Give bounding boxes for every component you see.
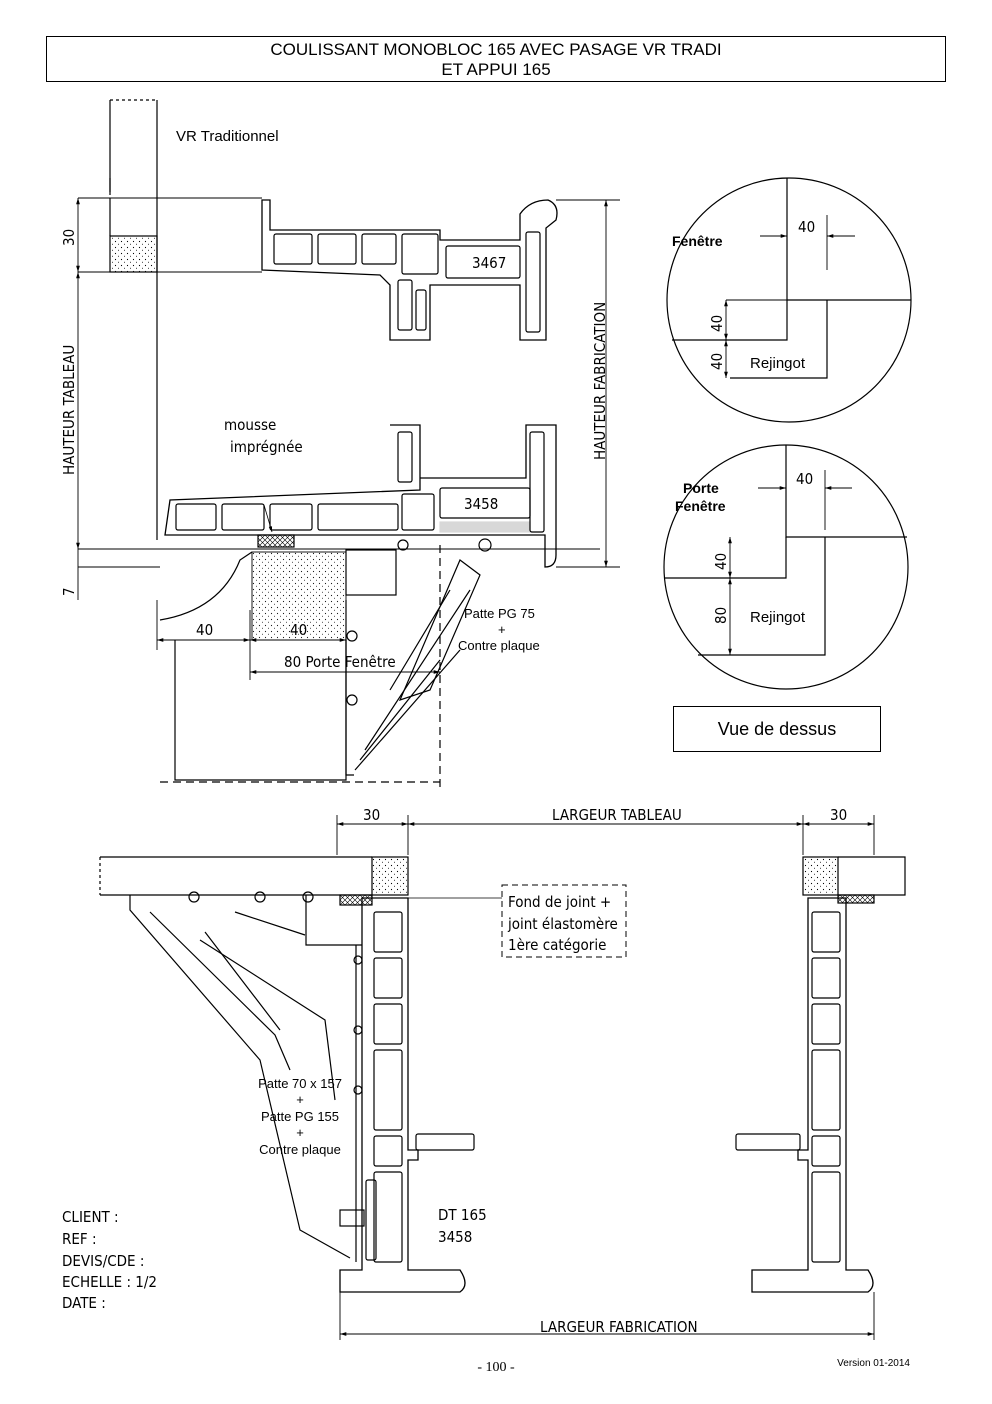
patte-plan-line3: Patte PG 155 [261,1109,339,1124]
title-line-1: COULISSANT MONOBLOC 165 AVEC PASAGE VR T… [270,40,722,59]
porte-fenetre-dim-mid: 40 [712,553,730,570]
porte-fenetre-rejingot: Rejingot [750,609,806,626]
patte-plan-line5: Contre plaque [259,1142,341,1157]
porte-fenetre-dim-bottom: 80 [712,607,730,624]
vr-label: VR Traditionnel [176,128,279,145]
fenetre-label: Fenêtre [672,233,723,249]
info-client: CLIENT : [62,1208,119,1226]
largeur-tableau-label: LARGEUR TABLEAU [552,806,682,824]
patte-plan-line4: + [296,1125,304,1140]
hauteur-tableau-label: HAUTEUR TABLEAU [60,345,78,475]
info-devis: DEVIS/CDE : [62,1252,144,1270]
dim-80-porte-fenetre: 80 Porte Fenêtre [284,653,396,671]
version-label: Version 01-2014 [837,1358,910,1369]
largeur-fabrication-label: LARGEUR FABRICATION [540,1318,698,1336]
patte-pg75-line1: Patte PG 75 [464,606,535,621]
fenetre-rejingot: Rejingot [750,355,806,372]
joint-label-1: Fond de joint + [508,893,611,911]
porte-fenetre-label-1: Porte [683,480,719,496]
patte-plan-line1: Patte 70 x 157 [258,1076,342,1091]
info-ref: REF : [62,1230,97,1248]
info-echelle: ECHELLE : 1/2 [62,1273,157,1291]
profile-3458-label: 3458 [464,495,498,513]
info-date: DATE : [62,1294,106,1312]
fenetre-dim-top: 40 [798,218,815,236]
mousse-label-1: mousse [224,416,276,434]
dim-7-vertical: 7 [60,587,78,596]
dt-3458-label: 3458 [438,1228,472,1246]
detail-fenetre [666,177,912,423]
dim-40-a: 40 [196,621,213,639]
plan-dim-30-left: 30 [363,806,380,824]
profile-3467-label: 3467 [472,254,506,272]
patte-pg75-line2: + [498,622,506,637]
plan-dim-30-right: 30 [830,806,847,824]
vue-de-dessus-box: Vue de dessus [673,706,881,752]
section-view [76,99,620,790]
fenetre-dim-bottom: 40 [708,353,726,370]
mousse-label-2: imprégnée [230,438,303,456]
porte-fenetre-dim-top: 40 [796,470,813,488]
fenetre-dim-mid: 40 [708,315,726,332]
hauteur-fabrication-label: HAUTEUR FABRICATION [591,302,609,460]
dt-165-label: DT 165 [438,1206,487,1224]
dim-30-vertical: 30 [60,229,78,246]
title-line-2: ET APPUI 165 [441,60,551,79]
joint-label-2: joint élastomère [507,915,618,933]
patte-plan-line2: + [296,1092,304,1107]
porte-fenetre-label-2: Fenêtre [675,498,726,514]
detail-porte-fenetre [663,444,909,690]
patte-pg75-line3: Contre plaque [458,638,540,653]
title-box: COULISSANT MONOBLOC 165 AVEC PASAGE VR T… [46,36,946,82]
joint-label-3: 1ère catégorie [508,936,606,954]
dim-40-b: 40 [290,621,307,639]
plan-view [99,815,906,1340]
page-number: - 100 - [477,1360,515,1375]
labels: VR Traditionnel 3467 3458 mousse imprégn… [60,128,847,1336]
